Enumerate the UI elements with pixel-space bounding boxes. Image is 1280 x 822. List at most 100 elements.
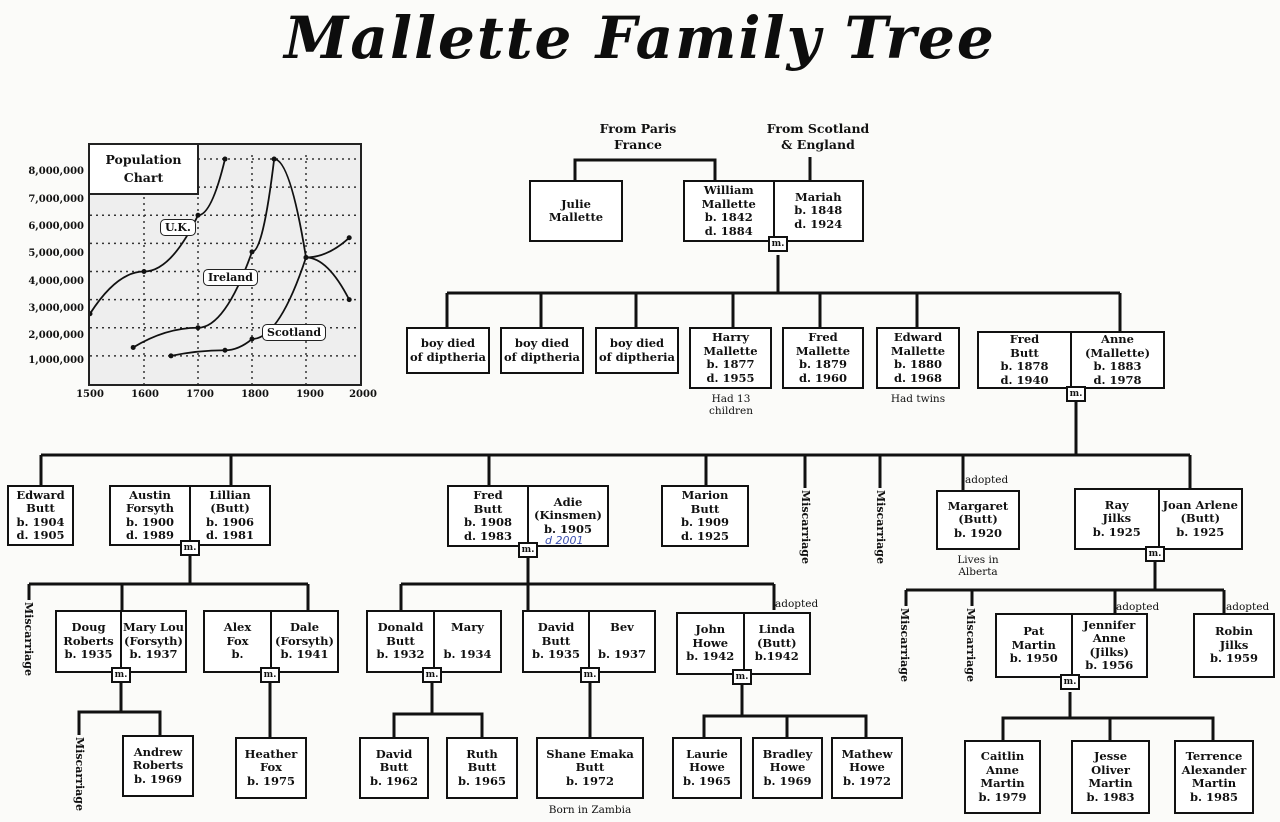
person-edward-mallette: Edward Mallette b. 1880 d. 1968 — [876, 327, 960, 389]
person-alex-fox: Alex Fox b. — [205, 612, 272, 671]
person-mathew-howe: Mathew Howe b. 1972 — [831, 737, 903, 799]
note-edward: Had twins — [890, 393, 946, 405]
origin-scotland: From Scotland & England — [766, 121, 870, 152]
data-point — [249, 249, 255, 255]
miscarriage-label: Miscarriage — [73, 737, 86, 811]
y-tick: 3,000,000 — [28, 303, 84, 314]
person-edward-butt: Edward Butt b. 1904 d. 1905 — [7, 485, 74, 546]
adopted-label: adopted — [965, 474, 1009, 486]
x-tick: 1500 — [76, 389, 104, 400]
handwritten-note: d 2001 — [545, 534, 584, 547]
marriage-marker: m. — [1060, 674, 1080, 690]
person-margaret-butt: Margaret (Butt) b. 1920 — [936, 490, 1020, 550]
marriage-marker: m. — [732, 669, 752, 685]
person-david-butt-jr: David Butt b. 1962 — [359, 737, 429, 799]
person-ray-jilks: Ray Jilks b. 1925 — [1076, 490, 1160, 548]
adopted-label: adopted — [1226, 601, 1270, 613]
person-anne-mallette: Anne (Mallette) b. 1883 d. 1978 — [1084, 332, 1151, 387]
marriage-marker: m. — [580, 667, 600, 683]
marriage-marker: m. — [180, 540, 200, 556]
miscarriage-label: Miscarriage — [964, 608, 977, 682]
person-caitlin-anne-martin: Caitlin Anne Martin b. 1979 — [964, 740, 1041, 814]
person-terrence-alexander-martin: Terrence Alexander Martin b. 1985 — [1174, 740, 1254, 814]
series-line-scotland — [170, 237, 350, 357]
couple-alex-dale: Alex Fox b. Dale (Forsyth) b. 1941 — [203, 610, 339, 673]
series-line-uk — [90, 158, 226, 315]
x-tick: 2000 — [349, 389, 377, 400]
data-point — [222, 347, 228, 353]
person-adie-kinsmen: Adie (Kinsmen) b. 1905 — [534, 494, 602, 536]
y-tick: 1,000,000 — [28, 355, 84, 366]
y-tick: 8,000,000 — [28, 166, 84, 177]
miscarriage-label: Miscarriage — [874, 490, 887, 564]
marriage-marker: m. — [1066, 386, 1086, 402]
couple-pat-jennifer: Pat Martin b. 1950 Jennifer Anne (Jilks)… — [995, 613, 1148, 678]
person-doug-roberts: Doug Roberts b. 1935 — [57, 612, 122, 671]
data-point — [346, 235, 352, 241]
person-linda-butt: Linda (Butt) b.1942 — [754, 622, 799, 664]
couple-austin-lillian: Austin Forsyth b. 1900 d. 1989 Lillian (… — [109, 485, 271, 546]
person-lillian-butt: Lillian (Butt) b. 1906 d. 1981 — [205, 487, 255, 542]
x-tick: 1800 — [241, 389, 269, 400]
series-label-uk: U.K. — [160, 219, 196, 236]
data-point — [130, 344, 136, 350]
couple-fred-adie: Fred Butt b. 1908 d. 1983 Adie (Kinsmen)… — [447, 485, 609, 547]
couple-doug-marylou: Doug Roberts b. 1935 Mary Lou (Forsyth) … — [55, 610, 187, 673]
person-boy-2: boy died of diptheria — [500, 327, 584, 374]
series-label-ireland: Ireland — [203, 269, 258, 286]
person-harry-mallette: Harry Mallette b. 1877 d. 1955 — [689, 327, 772, 389]
person-austin-forsyth: Austin Forsyth b. 1900 d. 1989 — [111, 487, 191, 544]
person-jennifer-anne-jilks: Jennifer Anne (Jilks) b. 1956 — [1083, 617, 1136, 672]
data-point — [303, 254, 309, 260]
x-tick: 1600 — [131, 389, 159, 400]
person-fred-mallette: Fred Mallette b. 1879 d. 1960 — [782, 327, 864, 389]
data-point — [141, 269, 147, 275]
couple-fred-anne: Fred Butt b. 1878 d. 1940 Anne (Mallette… — [977, 331, 1165, 389]
miscarriage-label: Miscarriage — [799, 490, 812, 564]
person-mary-lou-forsyth: Mary Lou (Forsyth) b. 1937 — [122, 620, 185, 662]
person-heather-fox: Heather Fox b. 1975 — [235, 737, 307, 799]
person-joan-arlene-butt: Joan Arlene (Butt) b. 1925 — [1162, 497, 1238, 539]
data-point — [168, 353, 174, 359]
person-robin-jilks: Robin Jilks b. 1959 — [1193, 613, 1275, 678]
x-tick: 1900 — [296, 389, 324, 400]
person-mariah: Mariah b. 1848 d. 1924 — [794, 189, 843, 231]
person-boy-1: boy died of diptheria — [406, 327, 490, 374]
couple-donald-mary: Donald Butt b. 1932 Mary b. 1934 — [366, 610, 502, 673]
marriage-marker: m. — [260, 667, 280, 683]
series-label-scotland: Scotland — [262, 324, 327, 341]
person-donald-butt: Donald Butt b. 1932 — [368, 612, 435, 671]
person-william-mallette: William Mallette b. 1842 d. 1884 — [685, 182, 775, 240]
data-point — [195, 325, 201, 331]
data-point — [90, 311, 93, 317]
couple-william-mariah: William Mallette b. 1842 d. 1884 Mariah … — [683, 180, 864, 242]
marriage-marker: m. — [1145, 546, 1165, 562]
origin-paris: From Paris France — [599, 121, 677, 152]
marriage-marker: m. — [422, 667, 442, 683]
marriage-marker: m. — [111, 667, 131, 683]
adopted-label: adopted — [775, 598, 819, 610]
couple-ray-joan: Ray Jilks b. 1925 Joan Arlene (Butt) b. … — [1074, 488, 1243, 550]
y-tick: 6,000,000 — [28, 221, 84, 232]
person-marion-butt: Marion Butt b. 1909 d. 1925 — [661, 485, 749, 547]
person-laurie-howe: Laurie Howe b. 1965 — [672, 737, 742, 799]
person-bradley-howe: Bradley Howe b. 1969 — [752, 737, 823, 799]
person-shane-emaka-butt: Shane Emaka Butt b. 1972 — [536, 737, 644, 799]
marriage-marker: m. — [518, 542, 538, 558]
data-point — [346, 297, 352, 303]
data-point — [249, 336, 255, 342]
couple-john-linda: John Howe b. 1942 Linda (Butt) b.1942 — [676, 612, 811, 675]
person-mary: Mary b. 1934 — [443, 620, 492, 662]
adopted-label: adopted — [1116, 601, 1160, 613]
page-title: Mallette Family Tree — [284, 4, 996, 72]
couple-david-bev: David Butt b. 1935 Bev b. 1937 — [522, 610, 656, 673]
y-tick: 2,000,000 — [28, 330, 84, 341]
y-tick: 7,000,000 — [28, 194, 84, 205]
person-fred-butt: Fred Butt b. 1878 d. 1940 — [979, 332, 1072, 387]
marriage-marker: m. — [768, 236, 788, 252]
data-point — [222, 156, 228, 162]
y-tick: 5,000,000 — [28, 248, 84, 259]
person-boy-3: boy died of diptheria — [595, 327, 679, 374]
note-margaret: Lives in Alberta — [957, 554, 999, 578]
